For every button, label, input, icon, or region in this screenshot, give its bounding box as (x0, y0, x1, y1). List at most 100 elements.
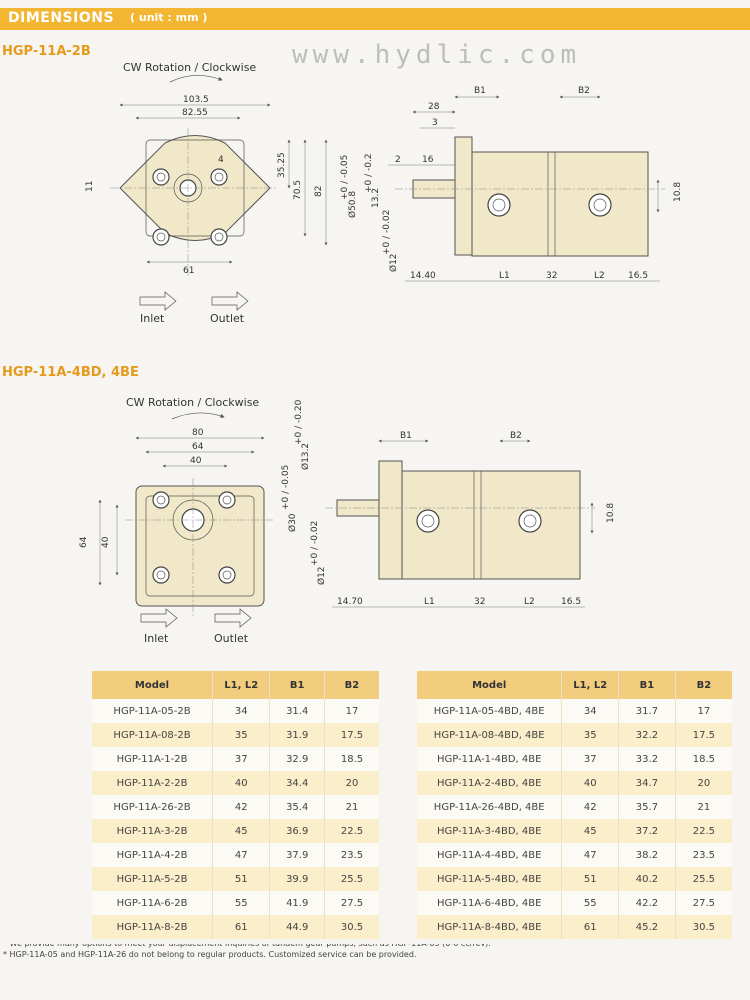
cell-b1: 42.2 (618, 891, 676, 915)
cell-b1: 39.9 (269, 867, 325, 891)
dim-28: 28 (428, 102, 440, 112)
cell-model: HGP-11A-1-2B (92, 747, 213, 771)
dim-32-2b: 32 (546, 271, 557, 281)
footnote-1: * We provide many options to meet your d… (3, 939, 491, 948)
dim-35-25: 35.25 (277, 152, 287, 178)
side-view-4bd: B1 B2 Ø13.2 +0 / -0.20 Ø30 +0 / -0.05 Ø1… (281, 399, 616, 608)
dim-40-w: 40 (190, 456, 202, 466)
cell-model: HGP-11A-8-4BD, 4BE (417, 915, 562, 939)
cell-model: HGP-11A-5-4BD, 4BE (417, 867, 562, 891)
page-title: DIMENSIONS (8, 10, 115, 26)
cell-l1-l2: 51 (212, 867, 270, 891)
cell-b2: 25.5 (323, 867, 379, 891)
dim-16: 16 (422, 155, 434, 165)
cell-b1: 34.7 (618, 771, 676, 795)
cell-b1: 34.4 (269, 771, 325, 795)
cell-b1: 31.4 (269, 699, 325, 723)
cell-b2: 23.5 (323, 843, 379, 867)
dim-40-h: 40 (101, 536, 111, 548)
section-title-4bd: HGP-11A-4BD, 4BE (2, 365, 139, 380)
cell-b1: 37.2 (618, 819, 676, 843)
dim-3: 3 (432, 118, 438, 128)
dim-82: 82 (314, 186, 324, 197)
dim-bore-tol: +0 / -0.02 (382, 210, 392, 255)
dim-bore-tol-4bd: +0 / -0.02 (310, 521, 320, 566)
dim-80: 80 (192, 428, 204, 438)
dim-b1-4bd: B1 (400, 431, 412, 441)
cell-b2: 22.5 (674, 819, 732, 843)
col-l1-l2: L1, L2 (212, 671, 270, 699)
cell-b2: 25.5 (674, 867, 732, 891)
cell-b1: 32.9 (269, 747, 325, 771)
cell-l1-l2: 37 (212, 747, 270, 771)
cell-b2: 21 (323, 795, 379, 819)
cell-model: HGP-11A-26-2B (92, 795, 213, 819)
dim-61: 61 (183, 266, 194, 276)
cell-model: HGP-11A-08-4BD, 4BE (417, 723, 562, 747)
cell-model: HGP-11A-2-4BD, 4BE (417, 771, 562, 795)
col-b2: B2 (323, 671, 379, 699)
table-header-row: Model L1, L2 B1 B2 (92, 671, 379, 699)
rotation-label-4bd: CW Rotation / Clockwise (126, 396, 259, 409)
cell-model: HGP-11A-6-2B (92, 891, 213, 915)
cell-l1-l2: 35 (561, 723, 619, 747)
dim-103-5: 103.5 (183, 95, 209, 105)
dim-shaft-tol: +0 / -0.05 (340, 155, 350, 200)
cell-model: HGP-11A-3-4BD, 4BE (417, 819, 562, 843)
col-b1: B1 (618, 671, 676, 699)
dim-b1-2b: B1 (474, 86, 486, 96)
header-bar (0, 8, 750, 30)
cell-l1-l2: 61 (212, 915, 270, 939)
dim-64-h: 64 (79, 536, 89, 548)
cell-b2: 18.5 (323, 747, 379, 771)
cell-model: HGP-11A-05-4BD, 4BE (417, 699, 562, 723)
cell-l1-l2: 42 (212, 795, 270, 819)
col-b1: B1 (269, 671, 325, 699)
cell-b2: 23.5 (674, 843, 732, 867)
outlet-label-4bd: Outlet (214, 632, 249, 645)
footnote-2: * HGP-11A-05 and HGP-11A-26 do not belon… (3, 950, 417, 959)
dim-32-4bd: 32 (474, 597, 485, 607)
dim-30: Ø30 (287, 513, 298, 532)
dim-b2-4bd: B2 (510, 431, 522, 441)
cell-b1: 31.9 (269, 723, 325, 747)
dim-13-2-4bd: Ø13.2 (300, 443, 311, 470)
cell-l1-l2: 37 (561, 747, 619, 771)
cell-b2: 17.5 (674, 723, 732, 747)
front-view-4bd: CW Rotation / Clockwise 80 64 40 64 40 I… (79, 396, 275, 645)
dim-30-tol: +0 / -0.05 (281, 465, 291, 510)
cell-l1-l2: 40 (561, 771, 619, 795)
side-view-2b: B1 B2 28 3 2 16 Ø50.8 +0 / -0.05 13.2 +0… (340, 86, 683, 282)
cell-model: HGP-11A-8-2B (92, 915, 213, 939)
cell-l1-l2: 45 (212, 819, 270, 843)
cell-model: HGP-11A-6-4BD, 4BE (417, 891, 562, 915)
dim-13-2-tol: +0 / -0.20 (294, 399, 304, 445)
cell-b2: 27.5 (674, 891, 732, 915)
dim-10-8-2b: 10.8 (673, 182, 683, 202)
dim-l2-2b: L2 (594, 271, 605, 281)
inlet-label-4bd: Inlet (144, 632, 169, 645)
col-model: Model (417, 671, 562, 699)
cell-b1: 38.2 (618, 843, 676, 867)
cell-l1-l2: 34 (212, 699, 270, 723)
dim-82-55: 82.55 (182, 108, 208, 118)
cell-b2: 18.5 (674, 747, 732, 771)
cell-l1-l2: 47 (561, 843, 619, 867)
dim-key-tol: +0 / -0.2 (364, 153, 374, 193)
cell-b2: 20 (323, 771, 379, 795)
cell-b1: 33.2 (618, 747, 676, 771)
cell-b2: 30.5 (674, 915, 732, 939)
dim-70-5: 70.5 (293, 180, 303, 200)
